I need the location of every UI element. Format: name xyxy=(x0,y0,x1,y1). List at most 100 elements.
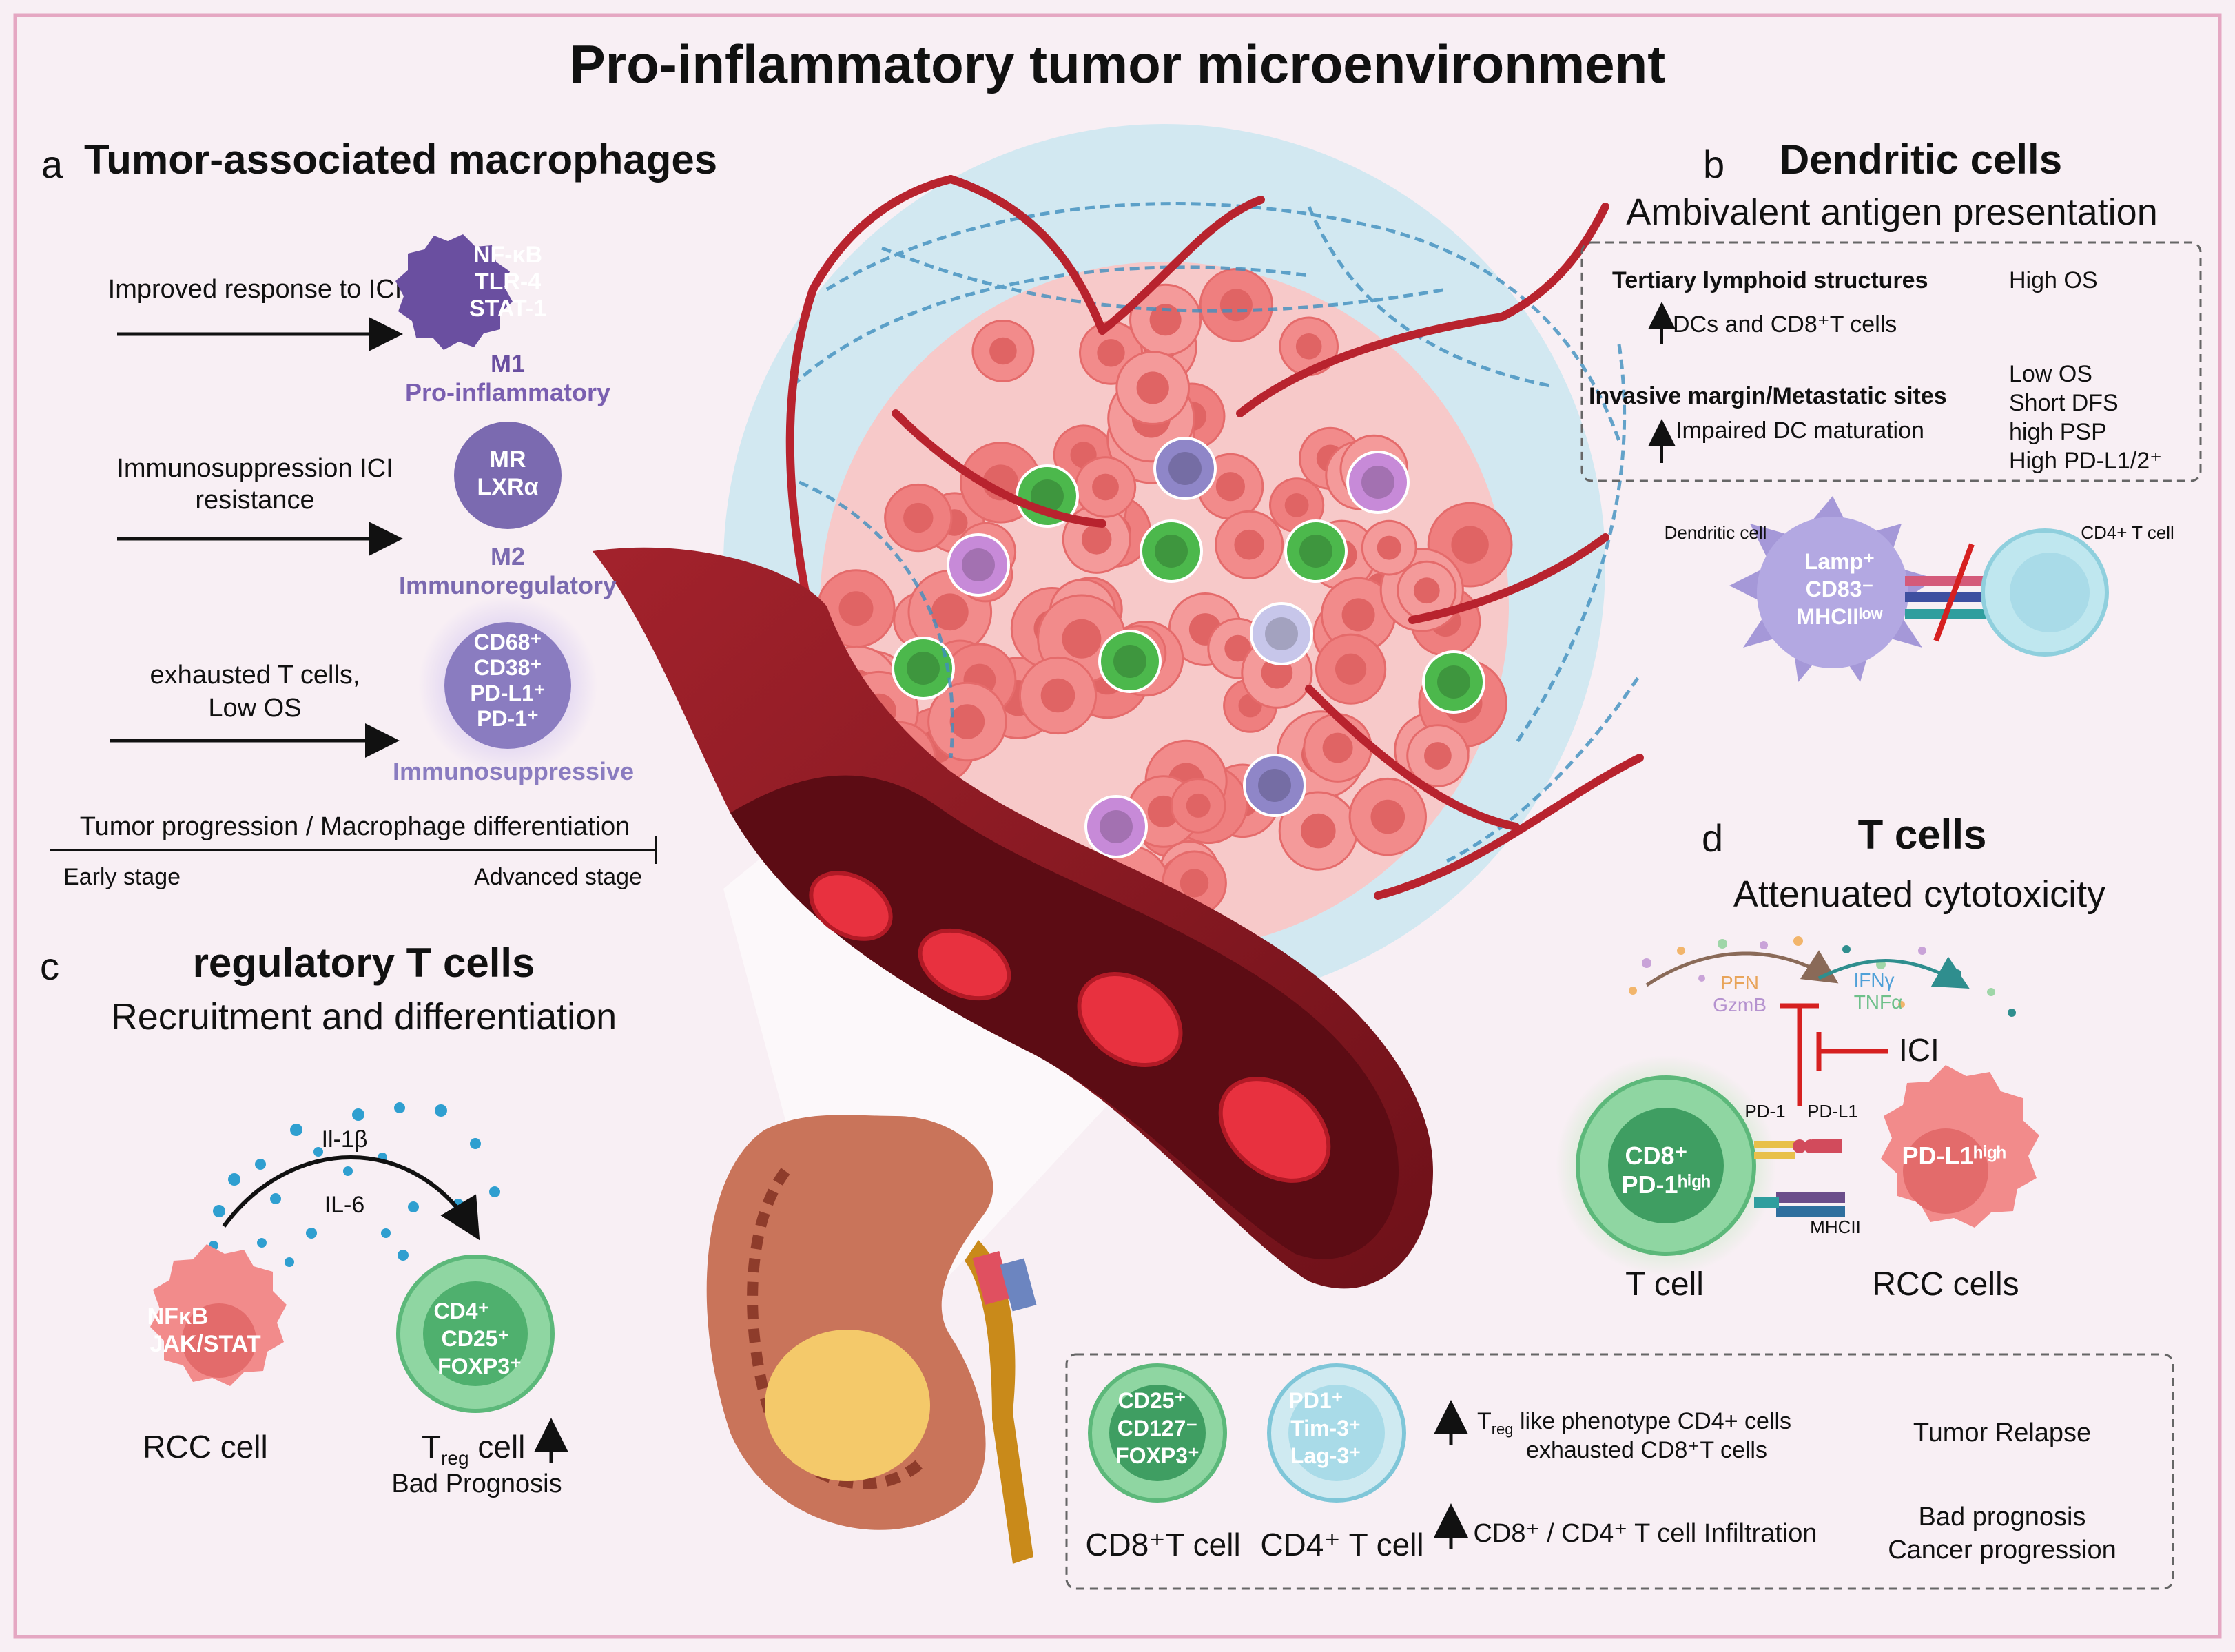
tumor-cell-nucleus xyxy=(1062,619,1102,659)
recruitment-arrow xyxy=(222,1155,480,1241)
cd4-label: CD4+ T cell xyxy=(2081,522,2174,543)
treg-cell: CD4⁺ CD25⁺ FOXP3⁺ xyxy=(396,1255,555,1413)
immune-cell xyxy=(1422,650,1485,714)
immunosuppressive-marker-1: CD68⁺ xyxy=(474,630,542,654)
immune-cell-nucleus xyxy=(1437,665,1470,699)
immunosuppressive-description-line1: exhausted T cells, xyxy=(150,661,360,690)
m2-marker-1: MR xyxy=(490,446,526,473)
cytokine-dots xyxy=(209,1102,500,1267)
cd4-exhausted-marker-3: Lag-3⁺ xyxy=(1290,1443,1361,1468)
exhausted-cd8-line: exhausted CD8⁺T cells xyxy=(1526,1437,1767,1463)
tls-item: DCs and CD8⁺T cells xyxy=(1673,311,1897,338)
treg-label-sub: reg xyxy=(441,1447,468,1469)
margin-outcome-4: High PD-L1/2⁺ xyxy=(2009,448,2162,474)
extracellular-fibers xyxy=(791,202,1642,863)
rcc-cell-d: PD-L1ʰⁱᵍʰ xyxy=(1881,1065,2039,1228)
tumor-cell-nucleus xyxy=(838,591,874,626)
tumor-cell-nucleus xyxy=(1215,472,1245,502)
tumor-cell-nucleus xyxy=(1234,529,1264,560)
panel-c-heading: regulatory T cells xyxy=(193,940,535,986)
panel-b-subheading: Ambivalent antigen presentation xyxy=(1626,192,2158,233)
m2-description-line1: Immunosuppression ICI xyxy=(116,454,393,483)
cd4-exhausted-cell: PD1⁺ Tim-3⁺ Lag-3⁺ xyxy=(1267,1363,1406,1503)
m1-marker-2: TLR-4 xyxy=(475,269,541,295)
tumor-cell-nucleus xyxy=(1301,813,1336,849)
red-blood-cells xyxy=(809,871,1331,1183)
immune-synapse xyxy=(1754,1139,1845,1217)
cytokine-arrow xyxy=(1817,956,1970,989)
cd8-t-cell: CD8⁺ PD-1ʰⁱᵍʰ xyxy=(1556,1055,1776,1276)
cytokine-il6: IL-6 xyxy=(325,1192,365,1218)
cd8-marker-1: CD8⁺ xyxy=(1625,1142,1687,1170)
immunosuppressive-description-line2: Low OS xyxy=(208,694,301,723)
figure-title: Pro-inflammatory tumor microenvironment xyxy=(570,34,1666,94)
panel-c-subheading: Recruitment and differentiation xyxy=(111,996,617,1037)
treg-like-line: Treg like phenotype CD4+ cells xyxy=(1477,1408,1791,1438)
cd4-t-cell xyxy=(1981,528,2109,657)
treg-label-rest: cell xyxy=(469,1429,526,1465)
tumor-cell-nucleus xyxy=(1295,333,1322,360)
m1-macrophage: NF-κB TLR-4 STAT-1 xyxy=(395,234,546,350)
m1-description: Improved response to ICI xyxy=(108,275,402,304)
tls-title: Tertiary lymphoid structures xyxy=(1612,267,1928,293)
immune-cell xyxy=(1084,795,1148,858)
bad-prognosis: Bad prognosis xyxy=(1919,1503,2086,1531)
m1-type: M1 xyxy=(491,349,525,378)
immune-cell-nucleus xyxy=(1100,810,1133,843)
tumor-cell-nucleus xyxy=(1451,526,1489,564)
granule-arrow xyxy=(1645,950,1839,987)
immunosuppressive-marker-2: CD38⁺ xyxy=(474,655,542,680)
pd1-label: PD-1 xyxy=(1744,1101,1785,1122)
rcc-cell-c: NFκB JAK/STAT xyxy=(147,1244,287,1386)
immune-cell-nucleus xyxy=(1168,452,1202,485)
progression-axis-end: Advanced stage xyxy=(474,864,642,890)
mhcii-complex-2 xyxy=(1776,1206,1845,1217)
ici-label: ICI xyxy=(1899,1032,1939,1068)
frame xyxy=(13,13,2222,1639)
tumor-cell-nucleus xyxy=(1149,304,1182,336)
pdl1-ligand xyxy=(1812,1139,1842,1153)
m2-subtype: Immunoregulatory xyxy=(399,571,617,599)
dendritic-cell: Lamp⁺ CD83⁻ MHCIIˡᵒʷ xyxy=(1729,496,1936,682)
pdl1-label: PD-L1 xyxy=(1807,1101,1858,1122)
tumor-cells xyxy=(814,268,1513,930)
rcc-cells-label: RCC cells xyxy=(1872,1266,2019,1303)
cytokine-tnfa: TNFα xyxy=(1854,991,1903,1013)
immune-cell xyxy=(947,533,1010,597)
inhibition-marks xyxy=(1780,1003,1888,1106)
blocked-presentation-mark xyxy=(1933,543,1975,642)
cancer-progression: Cancer progression xyxy=(1888,1536,2116,1565)
margin-title: Invasive margin/Metastatic sites xyxy=(1589,383,1947,409)
immune-cell xyxy=(1346,451,1410,514)
immune-cell xyxy=(1250,602,1313,665)
dc-tcell-synapse xyxy=(1905,543,1988,642)
m1-subtype: Pro-inflammatory xyxy=(405,378,610,406)
treg-like-sub: reg xyxy=(1492,1421,1514,1438)
immune-cell-nucleus xyxy=(1155,535,1188,568)
tls-outcome: High OS xyxy=(2009,267,2098,293)
dc-marker-1: Lamp⁺ xyxy=(1804,549,1875,574)
tumor-cell-nucleus xyxy=(1219,289,1253,322)
m2-description-line2: resistance xyxy=(195,486,314,515)
treg-marker-2: CD25⁺ xyxy=(442,1326,510,1351)
cd8-exhausted-marker-1: CD25⁺ xyxy=(1118,1388,1186,1413)
cd4-exhausted-marker-1: PD1⁺ xyxy=(1288,1388,1343,1413)
tumor-cell-nucleus xyxy=(1413,577,1440,604)
cd8-marker-2: PD-1ʰⁱᵍʰ xyxy=(1622,1170,1711,1199)
panel-a-heading: Tumor-associated macrophages xyxy=(84,136,717,183)
tumor-cell-nucleus xyxy=(1136,371,1169,404)
cd8-exhausted-marker-3: FOXP3⁺ xyxy=(1115,1443,1199,1468)
cd4-exhausted-marker-2: Tim-3⁺ xyxy=(1290,1416,1361,1441)
margin-outcome-2: Short DFS xyxy=(2009,390,2119,416)
m2-cell-body xyxy=(454,422,562,529)
tumor-cell-nucleus xyxy=(931,593,969,631)
cytokine-il1b: Il-1β xyxy=(322,1126,368,1153)
immune-cell-nucleus xyxy=(1299,535,1332,568)
immune-cell-nucleus xyxy=(907,652,940,685)
panel-d: d T cells Attenuated cytotoxicity PFN Gz… xyxy=(1556,812,2105,1303)
immune-cell-nucleus xyxy=(1361,466,1394,499)
m1-marker-1: NF-κB xyxy=(473,242,542,268)
treg-like-rest: like phenotype CD4+ cells xyxy=(1514,1408,1792,1434)
cd8-exhausted-label: CD8⁺T cell xyxy=(1085,1527,1240,1562)
